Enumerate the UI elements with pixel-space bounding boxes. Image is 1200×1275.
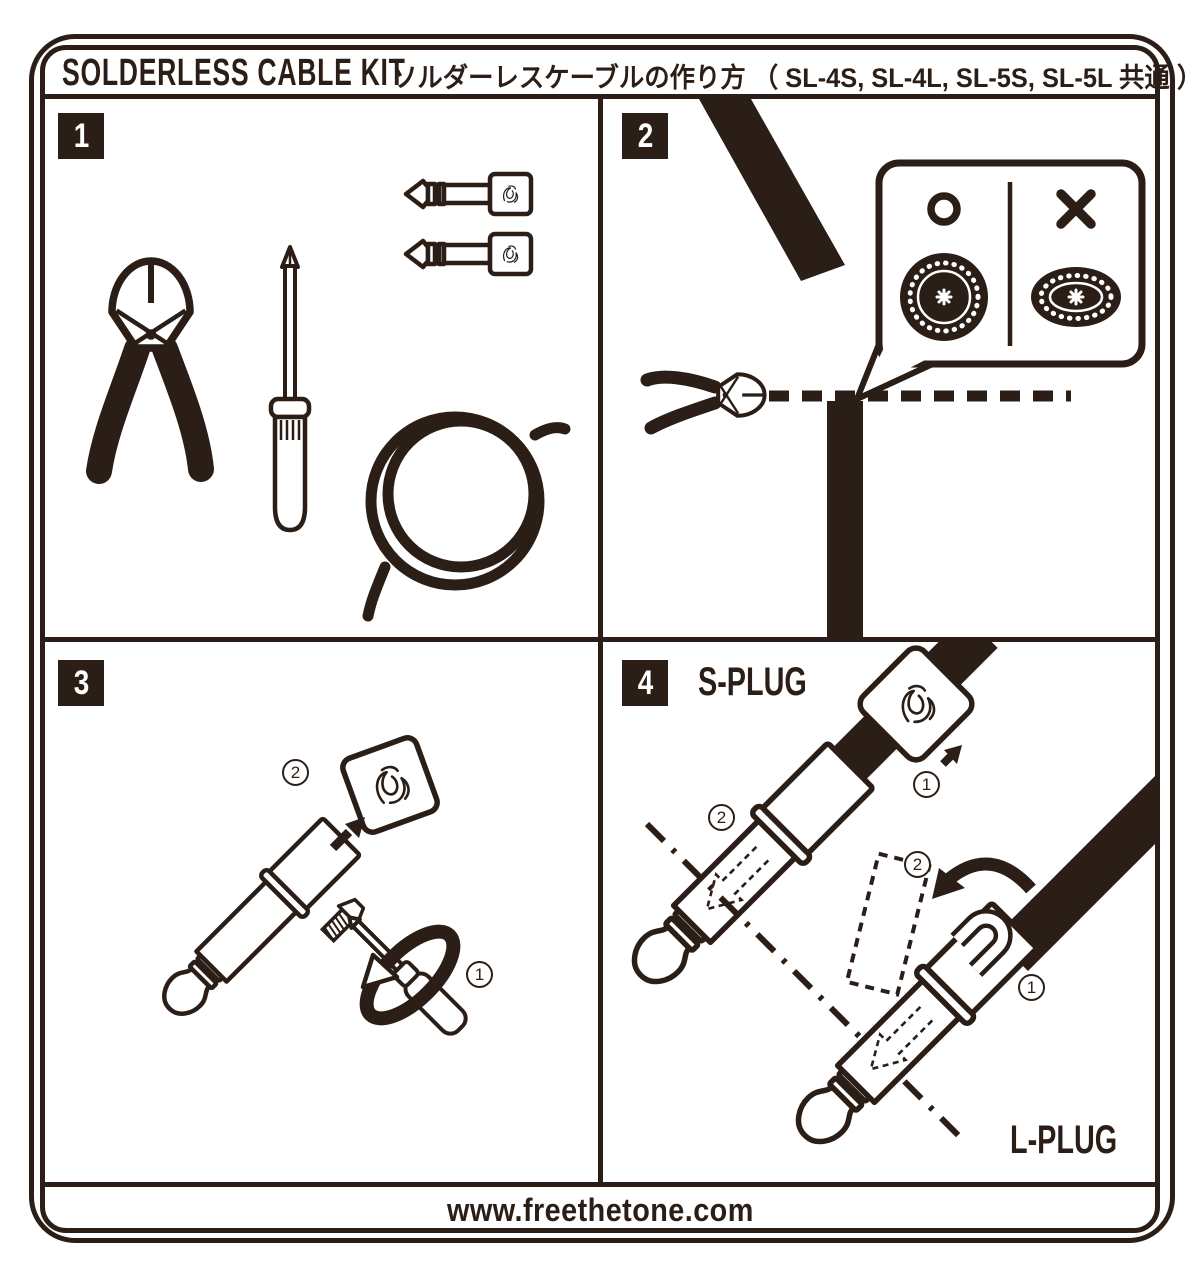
l-plug-step-2: 2: [904, 851, 931, 878]
panel-2-badge: 2: [622, 113, 668, 159]
footer-divider: [43, 1182, 1157, 1187]
l-plug-step-1: 1: [1018, 974, 1045, 1001]
panel-3-step-1: 1: [466, 961, 493, 988]
inner-border: [40, 45, 1160, 1233]
page-title: SOLDERLESS CABLE KIT: [62, 52, 553, 95]
footer-url: www.freethetone.com: [0, 1192, 1200, 1229]
fold-arrow: [932, 857, 1036, 899]
panel-4-badge: 4: [622, 660, 668, 706]
page-subtitle-text: ソルダーレスケーブルの作り方 （ SL-4S, SL-4L, SL-5S, SL…: [392, 63, 1200, 93]
footer-url-text: www.freethetone.com: [446, 1192, 754, 1228]
panel-2-number: 2: [637, 116, 653, 155]
round-cross-section: [900, 253, 988, 341]
horizontal-divider: [43, 637, 1157, 642]
panel-2-cutting: [640, 99, 1146, 637]
s-plug-label-text: S-PLUG: [698, 660, 807, 704]
panel-4-assembly: [603, 642, 1157, 1181]
screwdriver-icon: [268, 245, 312, 533]
panel-3-disassembly: [45, 735, 598, 1182]
axis-line: [644, 821, 962, 1139]
outer-border: [29, 34, 1175, 1243]
cable-previous-position: [844, 851, 932, 997]
l-plug-label: L-PLUG: [1010, 1118, 1159, 1163]
nipper-icon: [640, 370, 765, 435]
panel-1-tools: [86, 99, 571, 622]
s-slide-cap-arrow: [940, 745, 962, 767]
s-plug-body: [615, 739, 877, 1001]
ng-icon: [1056, 189, 1096, 229]
s-plug-step-1: 1: [913, 771, 940, 798]
callout-bubble: [854, 159, 1146, 402]
panel-1-number: 1: [73, 116, 89, 155]
plug-item-1: [406, 174, 531, 214]
cable-upper-segment: [699, 99, 845, 281]
s-logo-cap: [857, 645, 975, 763]
l-cable: [994, 774, 1157, 971]
l-plug-body: [779, 899, 1041, 1161]
crushed-cross-section: [1031, 267, 1121, 327]
plug-item-2: [406, 234, 531, 274]
wire-cutters-icon: [86, 261, 214, 484]
rotate-arrowhead: [360, 952, 400, 990]
cable-coil-icon: [362, 411, 571, 622]
cable-lower-segment: [827, 401, 863, 637]
rotate-arrow-ring: [359, 924, 461, 1026]
panel-3-step-2: 2: [282, 759, 309, 786]
panel-4-number: 4: [637, 663, 653, 702]
page-subtitle: ソルダーレスケーブルの作り方 （ SL-4S, SL-4L, SL-5S, SL…: [392, 56, 1200, 95]
ok-icon: [927, 192, 961, 226]
remove-cap-arrow: [329, 817, 365, 852]
s-plug-step-2: 2: [708, 804, 735, 831]
panel-3-badge: 3: [58, 660, 104, 706]
logo-cap: [340, 735, 440, 835]
panel-1-badge: 1: [58, 113, 104, 159]
panel-3-number: 3: [73, 663, 89, 702]
page-title-text: SOLDERLESS CABLE KIT: [62, 52, 406, 94]
s-plug-label: S-PLUG: [698, 660, 849, 705]
l-plug-label-text: L-PLUG: [1010, 1118, 1118, 1162]
